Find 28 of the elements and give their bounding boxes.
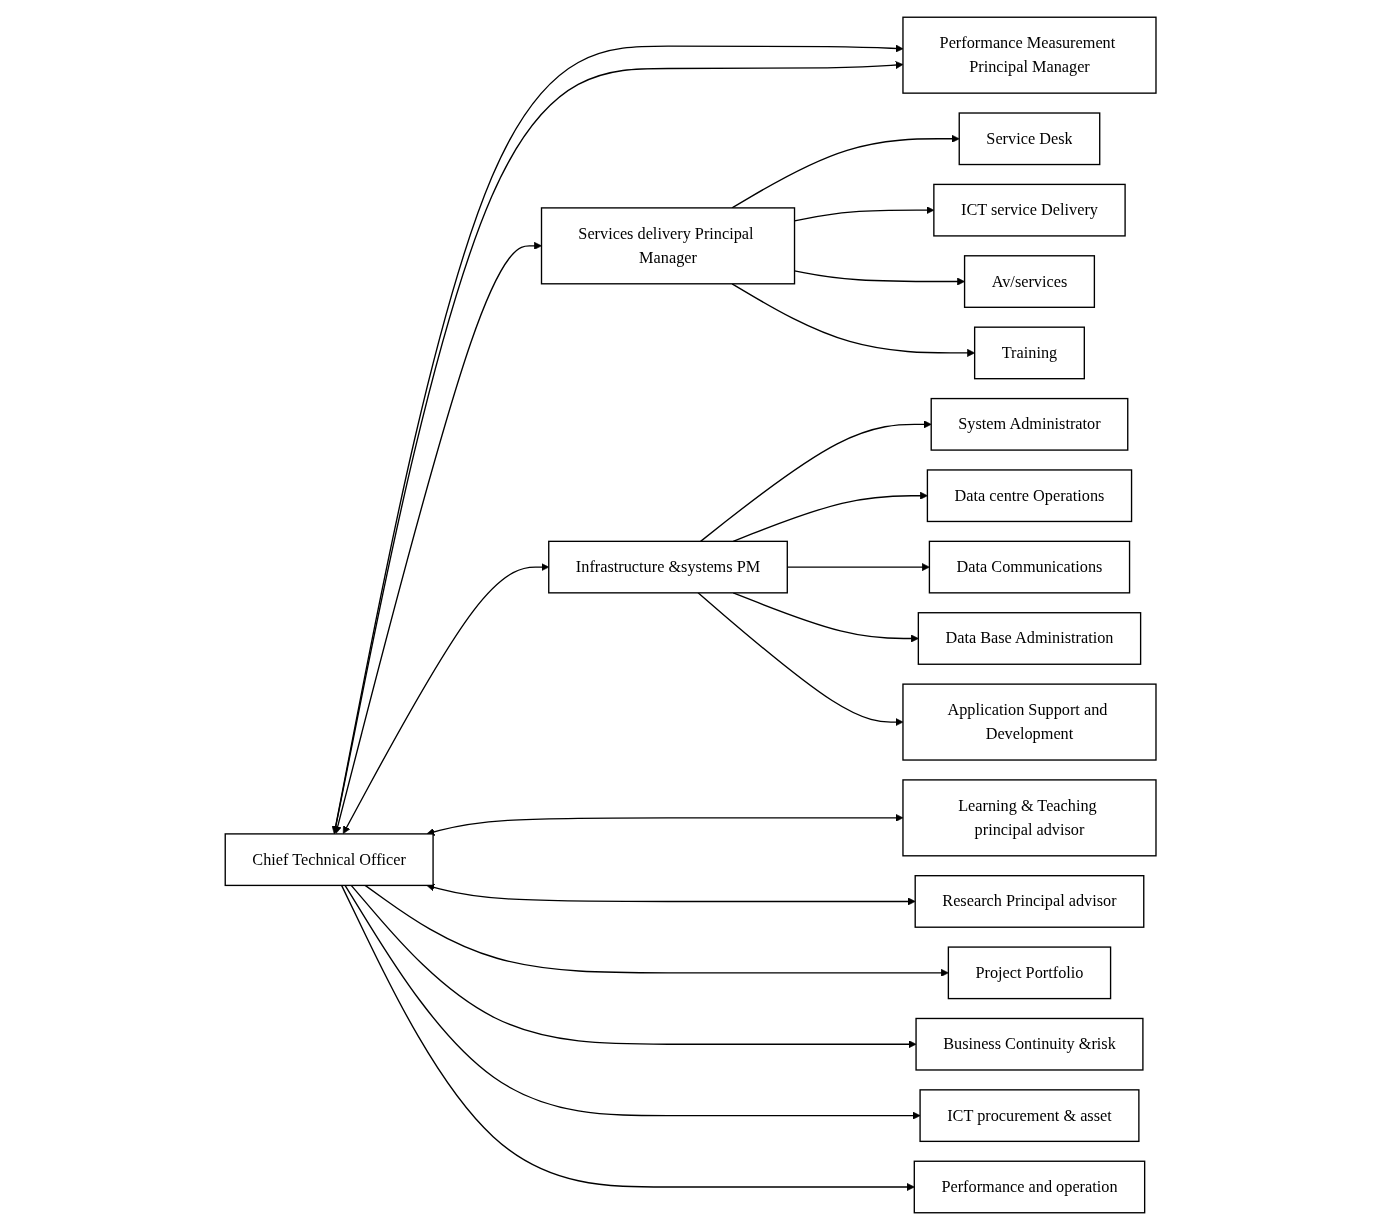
node-box: Data Communications <box>928 540 1131 594</box>
node-box: Project Portfolio <box>947 946 1112 1000</box>
node-box: System Administrator <box>930 397 1129 451</box>
arrow <box>426 883 916 906</box>
node-box: Data Base Administration <box>917 612 1142 665</box>
node-box: Data centre Operations <box>926 469 1133 523</box>
node-box: Infrastructure &systems PM <box>547 540 788 594</box>
arrow <box>364 884 949 977</box>
arrow <box>340 884 915 1191</box>
arrow <box>342 563 549 834</box>
node-box: Research Principal advisor <box>914 875 1145 928</box>
arrow <box>699 420 932 542</box>
node-box: Application Support and Development <box>902 683 1157 761</box>
arrow <box>731 283 975 357</box>
node-box: Performance Measurement Principal Manager <box>902 16 1157 94</box>
node-box: Performance and operation <box>913 1160 1146 1214</box>
node-box: Business Continuity &risk <box>915 1017 1144 1071</box>
node-box: ICT procurement & asset <box>919 1089 1140 1143</box>
node-box: Training <box>973 326 1085 380</box>
arrow <box>731 134 960 209</box>
node-box: Service Desk <box>958 112 1101 166</box>
arrow <box>333 241 542 834</box>
node-box: Av/services <box>963 255 1095 308</box>
node-box: Chief Technical Officer <box>224 833 434 887</box>
node-box: Learning & Teaching principal advisor <box>902 779 1157 857</box>
arrow <box>732 491 928 542</box>
node-box: ICT service Delivery <box>933 183 1126 237</box>
node-box: Services delivery Principal Manager <box>540 207 796 285</box>
